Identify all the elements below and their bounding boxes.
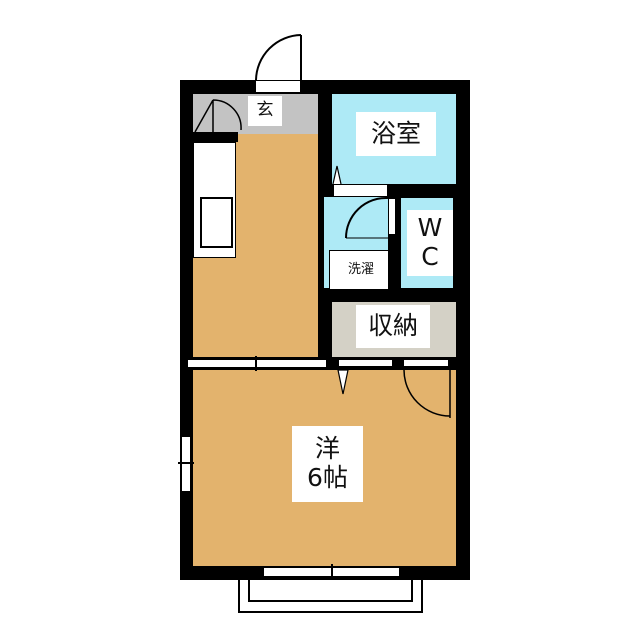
western-room-size: 6帖 xyxy=(307,463,348,492)
sink xyxy=(200,197,233,248)
western-room-label: 洋 6帖 xyxy=(292,426,363,502)
storage-door-left[interactable] xyxy=(338,359,393,367)
side-window xyxy=(181,436,191,492)
wc-label-line2: C xyxy=(421,242,439,271)
balcony-inner xyxy=(248,580,413,602)
side-window-line xyxy=(178,462,194,464)
entrance-step-wall xyxy=(180,132,238,142)
wc-door-leaf xyxy=(388,198,396,235)
sliding-door-center-line xyxy=(255,356,257,371)
bath-label: 浴室 xyxy=(356,112,436,156)
door-swing-icon xyxy=(337,369,349,395)
entry-door-swing-icon xyxy=(255,34,302,81)
wc-label: W C xyxy=(407,210,453,276)
balcony-window-line xyxy=(331,564,333,580)
shoe-cabinet-door-icon xyxy=(194,99,242,133)
wc-label-line1: W xyxy=(417,213,443,243)
interior-sliding-door[interactable] xyxy=(187,359,327,368)
storage-door-right[interactable] xyxy=(403,359,449,367)
wc-door-swing-icon xyxy=(344,196,389,239)
entry-door-opening[interactable] xyxy=(255,80,301,93)
laundry-label: 洗濯 xyxy=(334,254,388,286)
storage-label: 収納 xyxy=(356,305,430,348)
bath-door-icon xyxy=(332,165,342,185)
balcony xyxy=(238,580,423,613)
bath-door-opening[interactable] xyxy=(333,184,388,197)
closet-door-swing-icon xyxy=(403,369,451,418)
genkan-label: 玄 xyxy=(248,96,282,126)
western-room-type: 洋 xyxy=(314,434,340,464)
